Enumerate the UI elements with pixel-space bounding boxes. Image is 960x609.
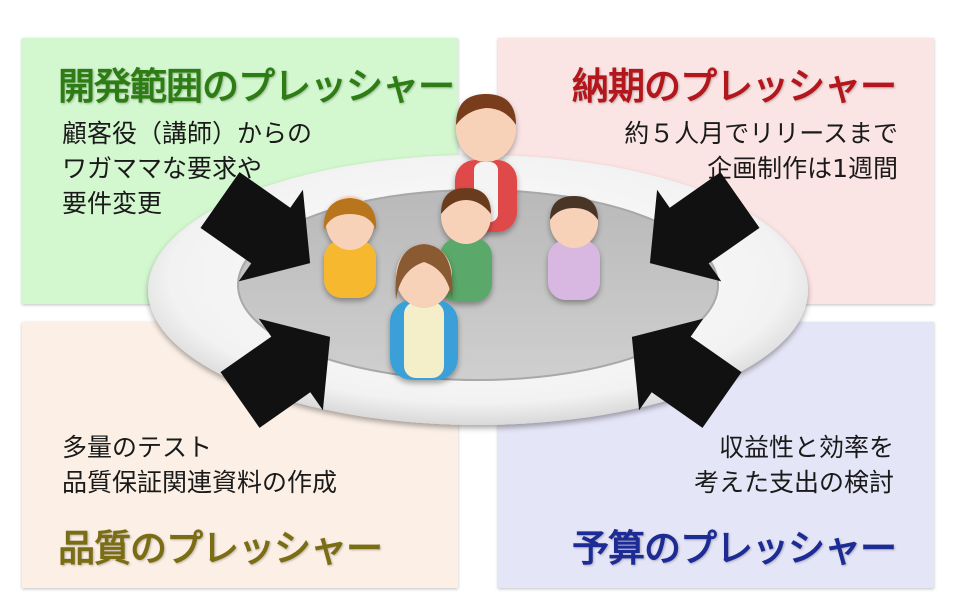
budget-line-2: 考えた支出の検討 bbox=[693, 468, 894, 497]
budget-pressure-title: 予算のプレッシャー bbox=[572, 527, 897, 570]
arrow-bottom-right-icon bbox=[631, 318, 742, 428]
scope-line-1: 顧客役（講師）からの bbox=[62, 119, 313, 148]
budget-line-1: 収益性と効率を bbox=[718, 433, 894, 462]
arrow-top-right-icon bbox=[649, 172, 760, 282]
delivery-pressure-title: 納期のプレッシャー bbox=[572, 65, 897, 108]
quality-line-2: 品質保証関連資料の作成 bbox=[62, 468, 338, 497]
delivery-line-2: 企画制作は1週間 bbox=[707, 154, 898, 183]
person-yellow-top bbox=[323, 196, 377, 298]
arrow-top-left-icon bbox=[200, 172, 311, 282]
scope-pressure-title: 開発範囲のプレッシャー bbox=[58, 65, 455, 108]
scope-pressure-description: 顧客役（講師）からの ワガママな要求や 要件変更 bbox=[62, 116, 312, 221]
delivery-line-1: 約５人月でリリースまで bbox=[624, 119, 898, 148]
scope-line-3: 要件変更 bbox=[62, 189, 163, 218]
quality-line-1: 多量のテスト bbox=[62, 433, 213, 462]
arrow-bottom-left-icon bbox=[220, 318, 331, 428]
quality-pressure-title: 品質のプレッシャー bbox=[58, 527, 383, 570]
delivery-pressure-description: 約５人月でリリースまで 企画制作は1週間 bbox=[624, 116, 898, 186]
budget-pressure-description: 収益性と効率を 考えた支出の検討 bbox=[694, 430, 894, 500]
person-green-sweater bbox=[440, 188, 492, 302]
scope-line-2: ワガママな要求や bbox=[62, 154, 263, 183]
quality-pressure-description: 多量のテスト 品質保証関連資料の作成 bbox=[62, 430, 337, 500]
person-lavender-shirt bbox=[548, 196, 600, 300]
person-blue-cardigan bbox=[390, 244, 458, 380]
